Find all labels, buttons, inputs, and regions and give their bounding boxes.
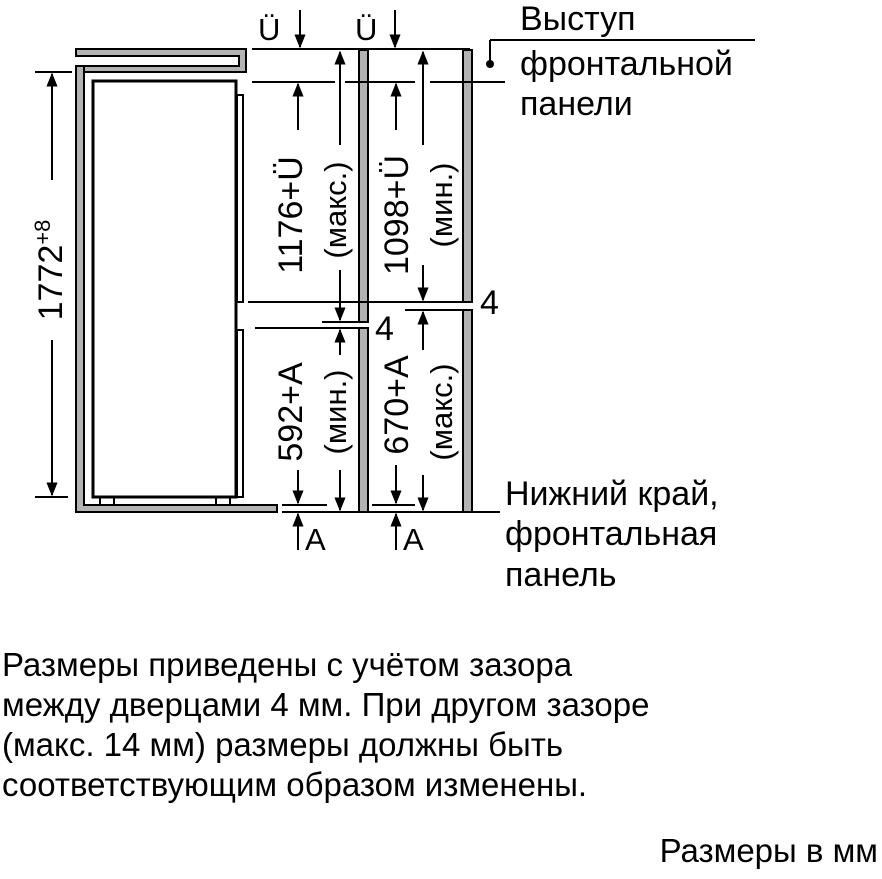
callout-top-line-3: панели — [520, 85, 633, 123]
svg-text:1772+8: 1772+8 — [30, 220, 70, 321]
callout-bottom-line-3: панель — [505, 556, 616, 594]
dimension-arrows — [46, 10, 429, 550]
gap-label-left: 4 — [375, 310, 394, 348]
callout-dot — [486, 60, 494, 68]
reference-lines — [35, 39, 755, 513]
note-line: Размеры приведены с учётом зазора — [2, 646, 573, 683]
left-wall-and-floor — [75, 65, 278, 513]
callout-bottom-line-2: фронтальная — [505, 515, 717, 553]
overhang-label-left: Ü — [258, 12, 280, 47]
lower-min-value: 592+A — [272, 362, 310, 462]
bottom-label-right: A — [403, 522, 424, 557]
overhang-label-right: Ü — [355, 12, 377, 47]
upper-max-value: 1176+Ü — [272, 156, 310, 274]
cabinet-niche — [75, 48, 278, 513]
appliance — [91, 79, 244, 506]
upper-max-note: (макс.) — [318, 161, 353, 258]
gap-label-right: 4 — [480, 284, 499, 322]
units-note: Размеры в мм — [659, 832, 878, 869]
total-height-dimension: 1772+8 — [30, 220, 70, 321]
total-height-tolerance: +8 — [30, 220, 55, 245]
note-line: соответствующим образом изменены. — [2, 766, 588, 803]
note-line: (макс. 14 мм) размеры должны быть — [2, 726, 564, 763]
note-line: между дверцами 4 мм. При другом зазоре — [2, 686, 650, 723]
callout-top-line-1: Выступ — [520, 0, 635, 38]
bottom-label-left: A — [305, 522, 326, 557]
installation-diagram: Ü Ü 1772+8 1176+Ü (макс.) 1098+Ü (мин.) … — [30, 0, 755, 594]
lower-min-note: (мин.) — [318, 369, 353, 454]
upper-min-note: (мин.) — [424, 162, 459, 247]
dimension-note: Размеры приведены с учётом зазора между … — [2, 645, 649, 805]
total-height-value: 1772 — [32, 245, 70, 321]
upper-min-value: 1098+Ü — [378, 155, 416, 275]
lower-max-note: (макс.) — [424, 363, 459, 460]
callout-top-line-2: фронтальной — [520, 45, 733, 83]
lower-max-value: 670+A — [378, 355, 416, 455]
callout-bottom-line-1: Нижний край, — [505, 475, 719, 513]
top-shelf — [75, 48, 247, 73]
